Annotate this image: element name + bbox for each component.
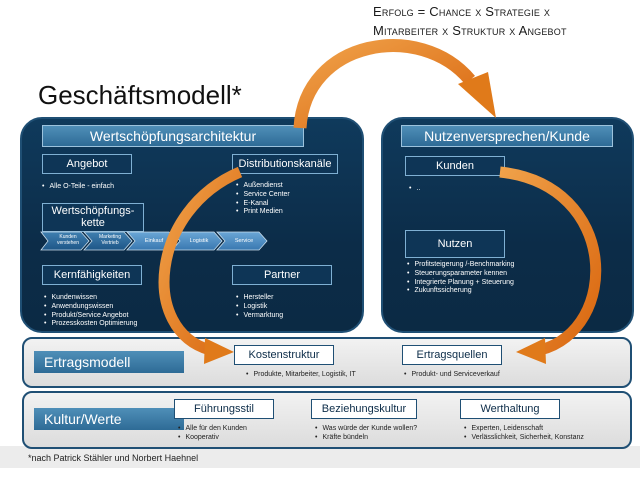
partner-box: Partner — [232, 265, 332, 285]
list-item: Integrierte Planung + Steuerung — [407, 279, 514, 288]
chevron-label-einkauf: Einkauf — [144, 238, 164, 244]
relationship-culture-list: Was würde der Kunde wollen? Kräfte bünde… — [315, 425, 417, 442]
value-chain-label-2: kette — [81, 217, 105, 229]
revenue-model-band: Ertragsmodell Kostenstruktur Produkte, M… — [22, 337, 632, 388]
list-item: Produkt/Service Angebot — [44, 312, 137, 321]
list-item: Hersteller — [236, 294, 283, 303]
core-capabilities-list: Kundenwissen Anwendungswissen Produkt/Se… — [44, 294, 137, 329]
distribution-list: Außendienst Service Center E-Kanal Print… — [236, 182, 290, 217]
angebot-list: Alle O-Teile - einfach — [42, 183, 114, 192]
list-item: Kundenwissen — [44, 294, 137, 303]
formula-line-2: Mitarbeiter x Struktur x Angebot — [373, 23, 567, 38]
kunden-box: Kunden — [405, 156, 505, 176]
cost-structure-box: Kostenstruktur — [234, 345, 334, 365]
page-title: Geschäftsmodell* — [38, 80, 242, 110]
value-architecture-header: Wertschöpfungsarchitektur — [42, 125, 304, 147]
partner-list: Hersteller Logistik Vermarktung — [236, 294, 283, 320]
culture-label: Kultur/Werte — [34, 408, 184, 430]
culture-band: Kultur/Werte Führungsstil Alle für den K… — [22, 391, 632, 449]
kunden-list: .. — [409, 185, 420, 194]
distribution-box: Distributionskanäle — [232, 154, 338, 174]
list-item: Logistik — [236, 303, 283, 312]
list-item: Verlässlichkeit, Sicherheit, Konstanz — [464, 434, 583, 443]
cost-structure-list: Produkte, Mitarbeiter, Logistik, IT — [246, 371, 355, 380]
list-item: Alle für den Kunden — [178, 425, 247, 434]
list-item: Profitsteigerung /-Benchmarking — [407, 261, 514, 270]
leadership-style-list: Alle für den Kunden Kooperativ — [178, 425, 247, 442]
list-item: Steuerungsparameter kennen — [407, 270, 514, 279]
nutzen-list: Profitsteigerung /-Benchmarking Steuerun… — [407, 261, 514, 296]
list-item: Produkt- und Serviceverkauf — [404, 371, 499, 380]
values-box: Werthaltung — [460, 399, 560, 419]
nutzen-box: Nutzen — [405, 230, 505, 258]
success-formula: Erfolg = Chance x Strategie x Mitarbeite… — [373, 2, 635, 40]
list-item: .. — [409, 185, 420, 194]
revenue-model-label: Ertragsmodell — [34, 351, 184, 373]
list-item: Service Center — [236, 191, 289, 200]
footnote: *nach Patrick Stähler und Norbert Haehne… — [28, 453, 199, 463]
list-item: Produkte, Mitarbeiter, Logistik, IT — [246, 371, 355, 380]
value-chain-box: Wertschöpfungs- kette — [42, 203, 144, 232]
angebot-box: Angebot — [42, 154, 132, 174]
list-item: Print Medien — [236, 208, 290, 217]
values-list: Experten, Leidenschaft Verlässlichkeit, … — [464, 425, 584, 443]
relationship-culture-box: Beziehungskultur — [311, 399, 417, 419]
chevron-label-kunden: Kunden verstehen — [57, 234, 79, 246]
footer-strip — [0, 446, 640, 468]
value-architecture-panel: Wertschöpfungsarchitektur Angebot Alle O… — [20, 117, 364, 333]
value-proposition-header: Nutzenversprechen/Kunde — [401, 125, 613, 147]
value-proposition-panel: Nutzenversprechen/Kunde Kunden .. Nutzen… — [381, 117, 634, 333]
list-item: Zukunftssicherung — [407, 287, 514, 296]
list-item: E-Kanal — [236, 200, 290, 209]
list-item: Kräfte bündeln — [315, 434, 417, 443]
list-item: Prozesskosten Optimierung — [44, 320, 137, 329]
revenue-sources-box: Ertragsquellen — [402, 345, 502, 365]
list-item: Anwendungswissen — [44, 303, 137, 312]
chevron-label-logistik: Logistik — [189, 238, 209, 244]
arrow-top-arc-icon — [293, 39, 496, 129]
list-item: Experten, Leidenschaft — [464, 425, 584, 434]
list-item: Kooperativ — [178, 434, 247, 443]
revenue-sources-list: Produkt- und Serviceverkauf — [404, 371, 499, 380]
formula-line-1: Erfolg = Chance x Strategie x — [373, 4, 551, 19]
value-chain-label-1: Wertschöpfungs- — [51, 205, 135, 217]
core-capabilities-box: Kernfähigkeiten — [42, 265, 142, 285]
leadership-style-box: Führungsstil — [174, 399, 274, 419]
chevron-label-service: Service — [234, 238, 254, 244]
list-item: Was würde der Kunde wollen? — [315, 425, 417, 434]
list-item: Außendienst — [236, 182, 290, 191]
chevron-label-marketing: Marketing Vertrieb — [99, 234, 121, 246]
list-item: Vermarktung — [236, 312, 283, 321]
list-item: Alle O-Teile - einfach — [42, 183, 114, 192]
